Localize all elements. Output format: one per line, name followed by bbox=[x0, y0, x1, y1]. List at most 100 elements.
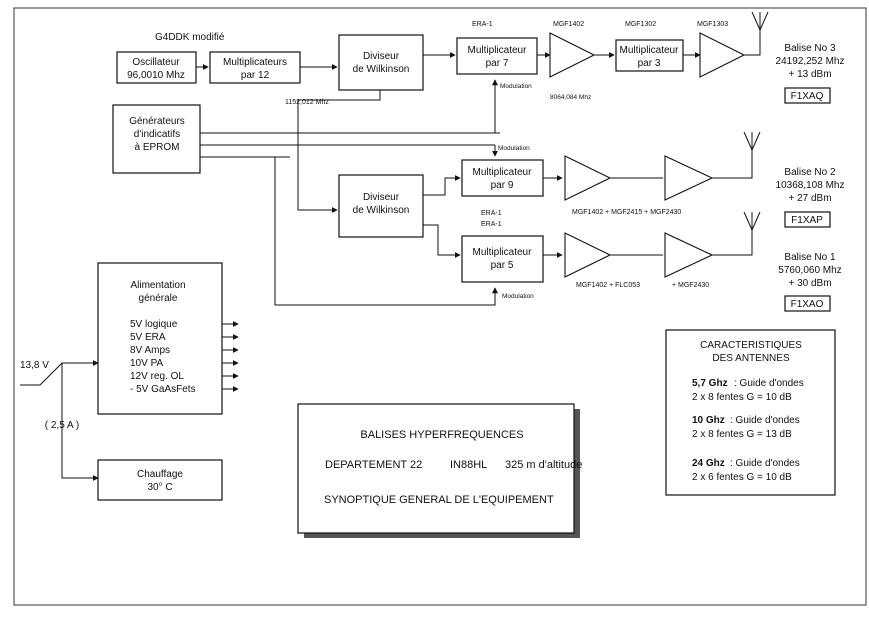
mult9-line1: Multiplicateur bbox=[473, 167, 533, 178]
freq-8064-label: 8064,084 Mhz bbox=[550, 94, 591, 101]
mult5-line2: par 5 bbox=[491, 260, 514, 271]
antenna-spec: 2 x 6 fentes G = 10 dB bbox=[692, 472, 792, 483]
supply-current-label: ( 2,5 A ) bbox=[45, 420, 79, 431]
mult7-line1: Multiplicateur bbox=[468, 45, 528, 56]
modulation-label-3: Modulation bbox=[502, 293, 534, 300]
wilkinson2-line1: Diviseur bbox=[363, 192, 400, 203]
beacon2-name: Balise No 2 bbox=[784, 167, 836, 178]
antenna-title-line2: DES ANTENNES bbox=[712, 353, 790, 364]
power-rail: 10V PA bbox=[130, 358, 163, 369]
heater-block bbox=[97, 459, 223, 501]
power-title-line2: générale bbox=[139, 293, 178, 304]
oscillator-model-label: G4DDK modifié bbox=[155, 32, 225, 43]
antenna-band: 24 Ghz bbox=[692, 458, 725, 469]
amplifier-10g-pa bbox=[664, 155, 714, 201]
beacon3-callsign-box bbox=[784, 87, 831, 104]
antenna-spec: 2 x 8 fentes G = 10 dB bbox=[692, 392, 792, 403]
wilkinson1-line2: de Wilkinson bbox=[353, 64, 410, 75]
title-line3: SYNOPTIQUE GENERAL DE L'EQUIPEMENT bbox=[324, 494, 554, 506]
heater-line2: 30° C bbox=[147, 482, 172, 493]
modulation-label-2: Modulation bbox=[498, 145, 530, 152]
title-locator: IN88HL bbox=[450, 459, 487, 471]
power-rail: - 5V GaAsFets bbox=[130, 384, 196, 395]
beacon2-callsign: F1XAP bbox=[791, 215, 823, 226]
antenna-spec: 2 x 8 fentes G = 13 dB bbox=[692, 429, 792, 440]
antenna-band: 10 Ghz bbox=[692, 415, 725, 426]
title-box bbox=[297, 403, 575, 534]
connections bbox=[20, 30, 761, 481]
era1-top-label: ERA-1 bbox=[472, 21, 493, 28]
power-title-line1: Alimentation bbox=[130, 280, 185, 291]
power-rail: 5V ERA bbox=[130, 332, 166, 343]
mult12-block bbox=[209, 51, 301, 84]
chain-5g-label-a: MGF1402 + FLC053 bbox=[576, 282, 640, 289]
mgf1302-label: MGF1302 bbox=[625, 21, 656, 28]
mult3-line2: par 3 bbox=[638, 58, 661, 69]
title-altitude: 325 m d'altitude bbox=[505, 459, 582, 471]
power-rail-arrows bbox=[222, 321, 239, 392]
wilkinson1-line1: Diviseur bbox=[363, 51, 400, 62]
chain-5g-label-b: + MGF2430 bbox=[672, 282, 709, 289]
amplifier-10g-driver bbox=[564, 155, 612, 201]
beacon2-callsign-box bbox=[784, 211, 831, 228]
oscillator-block bbox=[116, 51, 197, 84]
heater-line1: Chauffage bbox=[137, 469, 183, 480]
mult5-block bbox=[461, 235, 544, 283]
modulation-label-1: Modulation bbox=[500, 83, 532, 90]
mult7-block bbox=[456, 37, 538, 75]
freq-1152-label: 1152,012 Mhz bbox=[285, 99, 329, 106]
amplifier-mgf1402-24g bbox=[549, 32, 596, 78]
mult9-block bbox=[461, 159, 544, 197]
mgf1303-label: MGF1303 bbox=[697, 21, 728, 28]
amplifier-5g-pa bbox=[664, 232, 714, 278]
mult9-line2: par 9 bbox=[491, 180, 514, 191]
beacon1-callsign: F1XAO bbox=[791, 299, 824, 310]
beacon1-freq: 5760,060 Mhz bbox=[778, 265, 841, 276]
amplifier-5g-driver bbox=[564, 232, 612, 278]
power-supply-block bbox=[97, 262, 223, 415]
wilkinson2-line2: de Wilkinson bbox=[353, 205, 410, 216]
antenna-desc: : Guide d'ondes bbox=[734, 378, 804, 389]
oscillator-line2: 96,0010 Mhz bbox=[127, 70, 185, 81]
generators-line1: Générateurs bbox=[129, 116, 185, 127]
era1-mid-label-b: ERA-1 bbox=[481, 221, 502, 228]
beacon3-freq: 24192,252 Mhz bbox=[776, 56, 845, 67]
generators-line3: à EPROM bbox=[134, 142, 179, 153]
antenna-characteristics-box bbox=[665, 329, 836, 496]
mult5-line1: Multiplicateur bbox=[473, 247, 533, 258]
supply-voltage-label: 13,8 V bbox=[20, 360, 49, 371]
power-rail: 5V logique bbox=[130, 319, 178, 330]
era1-mid-label-a: ERA-1 bbox=[481, 210, 502, 217]
mult3-block bbox=[615, 39, 684, 72]
mult12-line2: par 12 bbox=[241, 70, 270, 81]
generators-block bbox=[112, 104, 201, 174]
title-department: DEPARTEMENT 22 bbox=[325, 459, 422, 471]
beacon2-freq: 10368,108 Mhz bbox=[776, 180, 845, 191]
power-rail: 8V Amps bbox=[130, 345, 170, 356]
beacon1-name: Balise No 1 bbox=[784, 252, 836, 263]
beacon1-callsign-box bbox=[784, 295, 831, 312]
power-rail: 12V reg. OL bbox=[130, 371, 184, 382]
antenna-icon bbox=[743, 131, 761, 151]
amplifier-mgf1303 bbox=[699, 32, 746, 78]
oscillator-line1: Oscillateur bbox=[132, 57, 180, 68]
outer-frame bbox=[13, 7, 867, 606]
chain-10g-label: MGF1402 + MGF2415 + MGF2430 bbox=[572, 209, 681, 216]
power-rails: 5V logique 5V ERA 8V Amps 10V PA 12V reg… bbox=[130, 319, 196, 395]
mult7-line2: par 7 bbox=[486, 58, 509, 69]
antenna-band: 5,7 Ghz bbox=[692, 378, 728, 389]
beacon3-name: Balise No 3 bbox=[784, 43, 836, 54]
mult3-line1: Multiplicateur bbox=[620, 45, 680, 56]
wilkinson2-block bbox=[338, 174, 424, 238]
mult12-line1: Multiplicateurs bbox=[223, 57, 287, 68]
beacon2-power: + 27 dBm bbox=[788, 193, 831, 204]
generators-line2: d'indicatifs bbox=[134, 129, 180, 140]
antenna-icon bbox=[743, 211, 761, 231]
antenna-desc: : Guide d'ondes bbox=[730, 458, 800, 469]
mgf1402-top-label: MGF1402 bbox=[553, 21, 584, 28]
antenna-icon bbox=[751, 11, 769, 31]
antenna-desc: : Guide d'ondes bbox=[730, 415, 800, 426]
title-line1: BALISES HYPERFREQUENCES bbox=[360, 429, 523, 441]
